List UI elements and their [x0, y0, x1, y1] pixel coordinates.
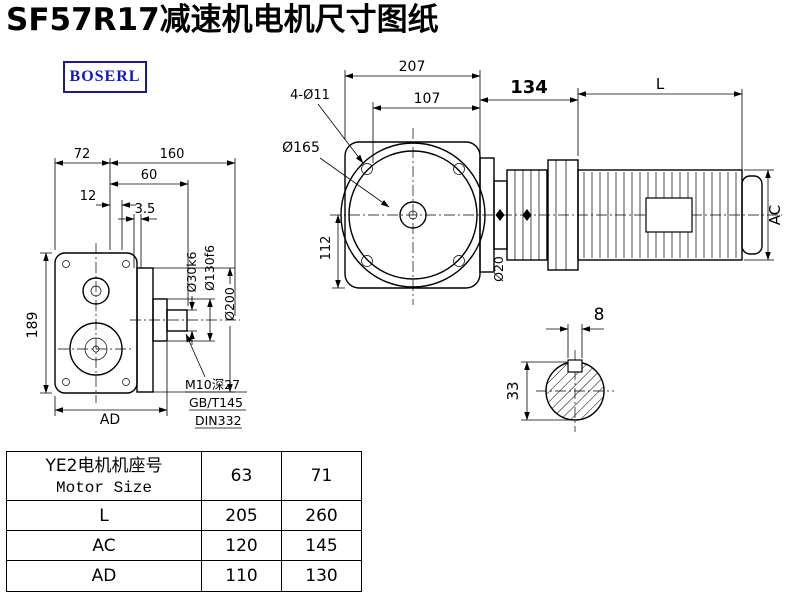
value-L-71: 260 — [281, 500, 362, 531]
flange-face-circle — [340, 142, 486, 288]
motor-nameplate — [645, 197, 693, 233]
side-view-dimensions: 207 4-Ø11 107 134 L Ø165 112 AC Ø20 — [282, 59, 784, 289]
bolt-hole — [361, 255, 373, 267]
tap-note-text: M10深27 — [185, 377, 240, 392]
bolt-circle-label: Ø165 — [282, 140, 320, 156]
row-label-AC: AC — [6, 530, 202, 561]
dim-112-label: 112 — [319, 236, 334, 261]
output-shaft-front — [166, 309, 188, 332]
shaft-section-dimensions: 8 33 — [504, 305, 605, 421]
table-header-en: Motor Size — [55, 478, 152, 497]
dim-60-label: 60 — [141, 168, 158, 183]
shaft-section-geometry — [545, 359, 605, 421]
dim-160-label: 160 — [160, 147, 185, 162]
bolt-holes-label: 4-Ø11 — [290, 88, 330, 103]
dim-107-label: 107 — [414, 91, 441, 107]
motor-size-63-cell: 63 — [201, 451, 282, 501]
keyway-slot — [567, 359, 583, 373]
front-view: 72 160 60 12 3.5 189 AD Ø30k6 Ø130f6 Ø20… — [25, 147, 247, 429]
motor-length-label: L — [656, 75, 665, 93]
motor-size-table: YE2电机机座号 Motor Size 63 71 L 205 260 AC 1… — [6, 451, 362, 592]
key-height-label: 33 — [504, 381, 522, 400]
side-view-centerlines — [330, 128, 782, 305]
center-hole-std-text: DIN332 — [195, 413, 242, 428]
key-width-label: 8 — [594, 305, 605, 325]
motor-ac-label: AC — [766, 205, 784, 225]
centerline-mark — [495, 209, 505, 221]
flange-plate-front — [136, 267, 154, 393]
motor-adapter — [506, 169, 548, 261]
dim-189-label: 189 — [25, 312, 41, 339]
value-AD-63: 110 — [201, 560, 282, 592]
table-row-L: L 205 260 — [6, 500, 362, 531]
bolt-hole — [453, 255, 465, 267]
value-L-63: 205 — [201, 500, 282, 531]
front-view-dimensions: 72 160 60 12 3.5 189 AD Ø30k6 Ø130f6 Ø20… — [25, 147, 247, 429]
bolt-hole — [361, 163, 373, 175]
page-title: SF57R17减速机电机尺寸图纸 — [6, 2, 439, 38]
spigot-dia-label: Ø130f6 — [202, 245, 217, 291]
dim-207-label: 207 — [399, 59, 426, 75]
row-label-AD: AD — [6, 560, 202, 592]
flange-dia-label: Ø200 — [222, 287, 237, 321]
table-header-cell: YE2电机机座号 Motor Size — [6, 451, 202, 501]
bolt-hole — [453, 163, 465, 175]
motor-size-71-cell: 71 — [281, 451, 362, 501]
output-bore-circle — [69, 322, 123, 376]
table-header-cn: YE2电机机座号 — [45, 455, 163, 476]
shaft-dia-label: Ø30k6 — [184, 251, 199, 292]
row-label-L: L — [6, 500, 202, 531]
centerline-mark — [522, 209, 532, 221]
front-view-geometry — [54, 252, 188, 394]
table-header-row: YE2电机机座号 Motor Size 63 71 — [6, 451, 362, 501]
logo-text: BOSERL — [69, 68, 141, 85]
thread-std-text: GB/T145 — [189, 395, 243, 410]
dim-ad-label: AD — [100, 412, 120, 428]
side-view-geometry — [340, 141, 763, 289]
dim-12-label: 12 — [80, 189, 97, 204]
boserl-logo: BOSERL — [63, 61, 147, 93]
side-view: 207 4-Ø11 107 134 L Ø165 112 AC Ø20 — [282, 59, 784, 305]
table-row-AC: AC 120 145 — [6, 530, 362, 561]
table-row-AD: AD 110 130 — [6, 560, 362, 592]
fan-cover — [741, 175, 763, 255]
dim-72-label: 72 — [74, 147, 91, 162]
dim-3p5-label: 3.5 — [135, 202, 156, 217]
value-AC-63: 120 — [201, 530, 282, 561]
value-AC-71: 145 — [281, 530, 362, 561]
value-AD-71: 130 — [281, 560, 362, 592]
shaft-dia-20-label: Ø20 — [491, 256, 506, 282]
shaft-section-view: 8 33 — [504, 305, 614, 432]
dim-134-label: 134 — [510, 77, 548, 98]
